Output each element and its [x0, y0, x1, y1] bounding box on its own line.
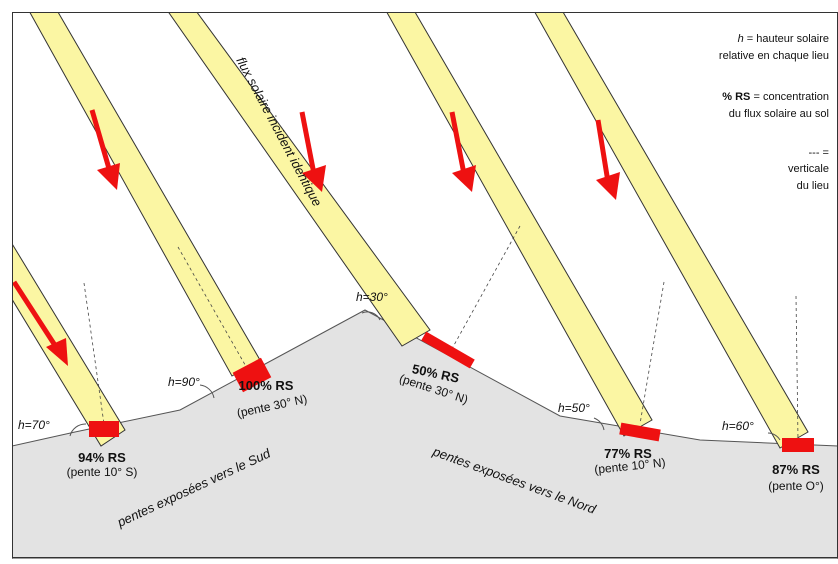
arrow-2: [89, 109, 120, 190]
angle-arc: [593, 417, 605, 431]
angle-arc: [199, 384, 215, 399]
arrow-5: [595, 119, 620, 200]
verticals: [83, 225, 799, 441]
h-label: h=30°: [356, 290, 388, 304]
rs-label: 94% RS: [78, 450, 126, 465]
beam-3: [167, 12, 431, 347]
flux-arrows: [12, 109, 620, 366]
arrow-1: [12, 280, 68, 366]
beam-1: [12, 242, 126, 447]
angle-arc: [69, 423, 87, 437]
vertical-line: [795, 295, 799, 441]
incident-flux-label: flux solaire incident identique: [233, 54, 325, 208]
slope-label: (pente O°): [768, 479, 824, 493]
h-label: h=60°: [722, 419, 754, 433]
angle-arc: [361, 311, 381, 321]
vertical-line: [447, 225, 521, 357]
rs-label: 100% RS: [239, 378, 294, 393]
rs-label: 77% RS: [604, 446, 652, 461]
slope-label: (pente 10° S): [67, 465, 138, 479]
arrow-3: [299, 111, 326, 192]
legend: h = hauteur solaire relative en chaque l…: [719, 33, 829, 192]
h-labels: h=70° h=90° h=30° h=50° h=60°: [18, 290, 754, 433]
patch-1: [89, 421, 119, 437]
angle-arc: [767, 432, 781, 441]
h-label: h=70°: [18, 418, 50, 432]
sun-beams: [12, 12, 809, 449]
legend-rs: % RS = concentration: [722, 91, 829, 103]
legend-h-line2: relative en chaque lieu: [719, 50, 829, 62]
patch-3: [421, 331, 475, 369]
h-label: h=50°: [558, 401, 590, 415]
beam-5: [534, 12, 809, 449]
patch-4: [619, 422, 661, 442]
legend-h: h = hauteur solaire: [738, 33, 829, 45]
flux-patches: [89, 331, 814, 452]
h-label: h=90°: [168, 375, 200, 389]
legend-vertical: --- =: [809, 147, 829, 159]
patch-2: [232, 357, 272, 393]
rs-label: 87% RS: [772, 462, 820, 477]
arrow-4: [449, 111, 476, 192]
patch-5: [782, 438, 814, 452]
legend-vertical-line2: verticale: [788, 163, 829, 175]
legend-rs-line2: du flux solaire au sol: [729, 108, 829, 120]
angle-arcs: [69, 311, 781, 441]
vertical-line: [639, 281, 665, 425]
legend-vertical-line3: du lieu: [797, 180, 829, 192]
